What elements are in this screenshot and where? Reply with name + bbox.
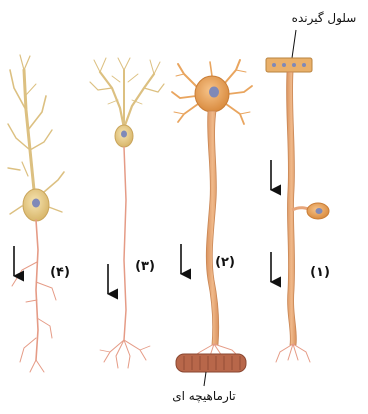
receptor-cell-label: سلول گیرنده: [292, 11, 357, 26]
neuron-4-nucleus: [32, 198, 40, 208]
neuron-2: تارماهیچه ای (۲): [171, 59, 253, 404]
muscle-fiber: [175, 353, 247, 373]
neuron-1-axon-terminals: [275, 343, 311, 363]
neuron-2-axon: [205, 110, 220, 346]
neuron-2-label: (۲): [215, 255, 235, 270]
neuron-4-label: (۴): [50, 265, 70, 280]
neuron-1: سلول گیرنده (۱): [265, 11, 357, 363]
neuron-3-axon: [99, 146, 151, 369]
neuron-3-label: (۳): [135, 259, 155, 274]
muscle-fiber-label: تارماهیچه ای: [172, 389, 236, 404]
neuron-3-nucleus: [121, 130, 127, 138]
neuron-4: (۴): [7, 54, 70, 373]
muscle-fiber-striations: [183, 356, 241, 370]
neuron-4-axon: [11, 219, 57, 373]
neuron-3-dendrites: [89, 57, 165, 130]
neuron-1-label: (۱): [310, 265, 330, 280]
muscle-fiber-leader-line: [203, 371, 207, 387]
receptor-cell-leader-line: [291, 29, 297, 59]
neuron-2-dendrites: [171, 59, 253, 125]
neuron-3: (۳): [89, 57, 165, 369]
neuron-1-nucleus: [315, 208, 323, 214]
neuron-1-peripheral-axon: [286, 71, 297, 346]
neuron-2-nucleus: [209, 86, 219, 98]
receptor-cell-detail: [272, 63, 306, 67]
